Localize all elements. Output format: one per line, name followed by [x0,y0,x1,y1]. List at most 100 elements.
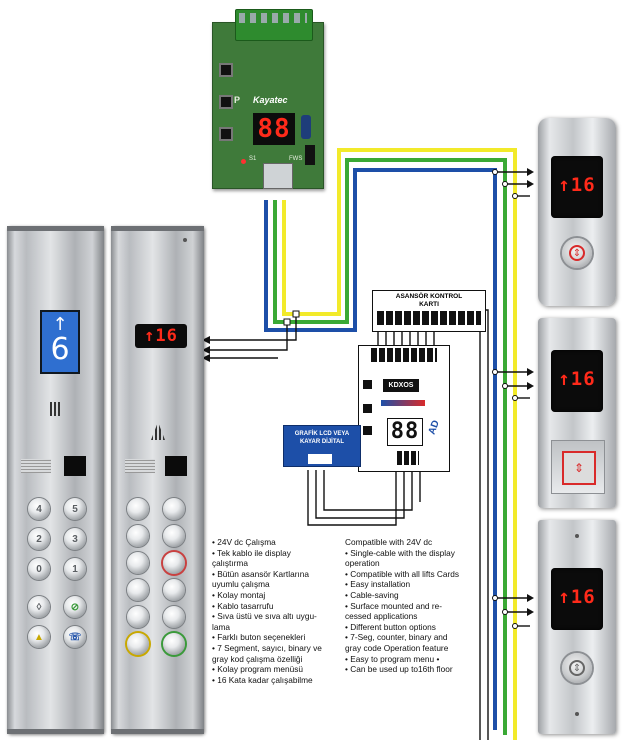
module-side-label: AD [426,418,442,437]
feature-tr: • Kolay program menüsü [212,664,303,675]
button-r5[interactable] [127,552,149,574]
feature-tr: lama [212,621,230,632]
hall-panel-2: ↑16 ⇕ [538,318,616,508]
button-5[interactable]: 5 [64,498,86,520]
feature-en: • Easy installation [345,579,411,590]
hall-display-text: ↑16 [558,586,596,608]
pcb-label-s1: S1 [249,156,257,162]
button-r9[interactable] [127,606,149,628]
module-bottom-connector [397,451,419,465]
button-4[interactable]: 4 [28,498,50,520]
feature-tr: uyumlu çalışma [212,579,270,590]
lcd-arrow: ↑ [52,314,68,335]
up-down-arrow-icon: ⇕ [569,660,585,676]
grille [125,459,155,473]
button-3[interactable]: 3 [64,528,86,550]
hall-call-button[interactable]: ⇕ [562,451,596,485]
bus-green-wire [273,158,507,735]
module-logo [381,400,425,406]
grille [21,459,51,473]
module-display: 88 [387,418,423,446]
controller-pcb: P Kayatec 88 S1 FWS [212,9,324,189]
feature-tr: çalıştırma [212,558,248,569]
feature-en: • Can be used up to16th floor [345,664,453,675]
hall-call-button[interactable]: ⇕ [562,653,592,683]
hall-call-button[interactable]: ⇕ [562,238,592,268]
overload-indicator [165,456,187,476]
button-r4[interactable] [163,525,185,547]
control-card-terminals [377,311,481,325]
car-panel-left: ↑ 6 4 5 2 3 0 1 ◊ ⊘ ▲ ☏ [7,226,104,734]
button-r3[interactable] [127,525,149,547]
lift-control-card: ASANSÖR KONTROL KARTI [372,290,486,332]
pcb-jumper [305,145,315,165]
module-chip: KDXOS [383,379,419,392]
button-r7[interactable] [127,579,149,601]
feature-tr: • 24V dc Çalışma [212,537,276,547]
lcd-display: ↑ 6 [40,310,80,374]
graphic-lcd-label2: KAYAR DİJİTAL [299,439,345,445]
lcd-floor: 6 [50,332,70,367]
button-r6[interactable] [163,552,185,574]
module-terminals [371,348,437,362]
screw-bottom [575,712,579,716]
button-0[interactable]: 0 [28,558,50,580]
bus-yellow-wire [282,148,517,740]
button-r2[interactable] [163,498,185,520]
feature-en: • 7-Seg, counter, binary and [345,632,448,643]
feature-tr: • Sıva üstü ve sıva altı uygu- [212,611,317,622]
control-card-title1: ASANSÖR KONTROL [395,293,463,300]
hall-panel-1: ↑16 ⇕ [538,118,616,306]
bus-blue-wire [264,168,497,730]
module-button-1[interactable] [363,380,372,389]
module-button-2[interactable] [363,404,372,413]
feature-tr: • Farklı buton seçenekleri [212,632,306,643]
button-1[interactable]: 1 [64,558,86,580]
pcb-brand: Kayatec [253,95,288,105]
pcb-button-1[interactable] [219,63,233,77]
overload-indicator [64,456,86,476]
up-down-arrow-icon: ⇕ [569,245,585,261]
feature-en: Compatible with 24V dc [345,537,433,547]
screw-top [575,534,579,538]
junction-nodes [283,169,518,629]
button-2[interactable]: 2 [28,528,50,550]
hall-display: ↑16 [551,568,603,630]
feature-en: operation [345,558,380,569]
pcb-capacitor [301,115,311,139]
button-r10[interactable] [163,606,185,628]
terminal-screws [239,13,307,23]
button-r8[interactable] [163,579,185,601]
hall-panel-3: ↑16 ⇕ [538,520,616,734]
hall-display: ↑16 [551,350,603,412]
door-close-button[interactable]: ⊘ [64,596,86,618]
pcb-button-3[interactable] [219,127,233,141]
hall-display-text: ↑16 [558,174,596,196]
feature-en: • Compatible with all lifts Cards [345,568,460,579]
car-panel-right: ↑16 [111,226,204,734]
speaker-icon [50,402,62,416]
hall-display-text: ↑16 [558,368,596,390]
display-module: KDXOS 88 AD [358,345,450,472]
graphic-lcd-connector [308,454,332,464]
hall-display: ↑16 [551,156,603,218]
feature-tr: • Kolay montaj [212,589,266,600]
feature-en: • Cable-saving [345,589,399,600]
feature-en: cessed applications [345,611,418,622]
door-open-button[interactable]: ◊ [28,596,50,618]
alarm-button[interactable]: ▲ [28,626,50,648]
alarm-button[interactable] [127,633,149,655]
feature-en: • Easy to program menu • [345,653,440,664]
module-button-3[interactable] [363,426,372,435]
door-close-button[interactable] [163,633,185,655]
feature-tr: • 7 Segment, sayıcı, binary ve [212,642,322,653]
up-down-arrow-icon: ⇕ [573,461,585,475]
pcb-display: 88 [253,113,295,145]
button-r1[interactable] [127,498,149,520]
feature-tr: • Tek kablo ile display [212,547,291,558]
pcb-connector [263,163,293,189]
hall-button-frame [551,440,605,494]
intercom-button[interactable]: ☏ [64,626,86,648]
pcb-button-2[interactable] [219,95,233,109]
